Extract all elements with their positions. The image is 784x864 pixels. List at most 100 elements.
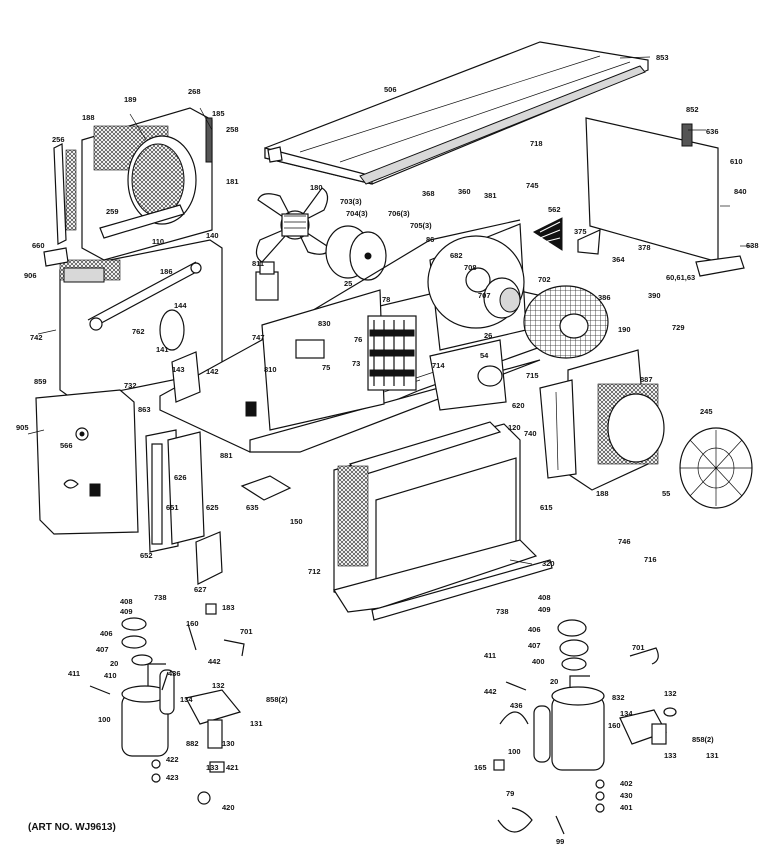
callout-160-left: 160 <box>186 619 199 628</box>
bracket-142 <box>171 351 201 403</box>
callout-853: 853 <box>656 53 669 62</box>
callout-712: 712 <box>308 567 321 576</box>
callout-258: 258 <box>226 125 239 134</box>
callout-54: 54 <box>480 351 489 360</box>
callout-132-right: 132 <box>664 689 677 698</box>
blower-wheel <box>523 285 609 359</box>
callout-627: 627 <box>194 585 207 594</box>
callout-78: 78 <box>382 295 390 304</box>
callout-76: 76 <box>354 335 362 344</box>
callout-390: 390 <box>648 291 661 300</box>
callout-636: 636 <box>706 127 719 136</box>
callout-183: 183 <box>222 603 235 612</box>
callout-165: 165 <box>474 763 487 772</box>
heater-element <box>367 315 417 391</box>
left-grommets <box>121 617 153 666</box>
callout-863: 863 <box>138 405 151 414</box>
scroll-742 <box>159 309 185 351</box>
callout-566: 566 <box>60 441 73 450</box>
callout-100-right: 100 <box>508 747 521 756</box>
callout-25: 25 <box>344 279 352 288</box>
callout-858-left: 858(2) <box>266 695 288 704</box>
callout-707: 707 <box>478 291 491 300</box>
callout-409-left: 409 <box>120 607 133 616</box>
callout-905: 905 <box>16 423 29 432</box>
callout-718: 718 <box>530 139 543 148</box>
front-grille-frame <box>81 107 213 261</box>
callout-406-left: 406 <box>100 629 113 638</box>
callout-423: 423 <box>166 773 179 782</box>
right-compressor <box>533 675 605 771</box>
callout-620: 620 <box>512 401 525 410</box>
callout-79: 79 <box>506 789 514 798</box>
callout-660: 660 <box>32 241 45 250</box>
callout-144: 144 <box>174 301 187 310</box>
callout-188-right: 188 <box>596 489 609 498</box>
right-overload-bracket <box>619 707 677 745</box>
callout-378: 378 <box>638 243 651 252</box>
callout-745: 745 <box>526 181 539 190</box>
callout-150: 150 <box>290 517 303 526</box>
callout-740: 740 <box>524 429 537 438</box>
callout-852: 852 <box>686 105 699 114</box>
condenser-fan-blade <box>255 187 331 263</box>
callout-99: 99 <box>556 837 564 846</box>
callout-140: 140 <box>206 231 219 240</box>
callout-411-left: 411 <box>68 669 80 678</box>
callout-401: 401 <box>620 803 633 812</box>
callout-708: 708 <box>464 263 477 272</box>
strip-185 <box>205 117 213 163</box>
callout-506: 506 <box>384 85 397 94</box>
callout-859: 859 <box>34 377 47 386</box>
callout-625: 625 <box>206 503 219 512</box>
fan-guard <box>679 427 753 509</box>
callout-133-left: 133 <box>206 763 219 772</box>
callout-408-right: 408 <box>538 593 551 602</box>
callout-186: 186 <box>160 267 173 276</box>
callout-840: 840 <box>734 187 747 196</box>
callout-400: 400 <box>532 657 545 666</box>
callout-409-right: 409 <box>538 605 551 614</box>
callout-406-right: 406 <box>528 625 541 634</box>
capacitor-811 <box>255 261 279 301</box>
callout-706: 706(3) <box>388 209 410 218</box>
callout-381: 381 <box>484 191 497 200</box>
bracket-627 <box>195 531 223 585</box>
callout-421: 421 <box>226 763 239 772</box>
callout-60-61-63: 60,61,63 <box>666 273 695 282</box>
callout-133-right: 133 <box>664 751 677 760</box>
callout-189: 189 <box>124 95 137 104</box>
callout-160-right: 160 <box>608 721 621 730</box>
callout-120: 120 <box>508 423 521 432</box>
callout-701-left: 701 <box>240 627 253 636</box>
callout-652: 652 <box>140 551 153 560</box>
baffle-562 <box>532 217 563 251</box>
callout-746: 746 <box>618 537 631 546</box>
callout-442-right: 442 <box>484 687 497 696</box>
top-cover <box>264 41 649 185</box>
callout-702: 702 <box>538 275 551 284</box>
callout-703: 703(3) <box>340 197 362 206</box>
callout-leaders <box>27 56 752 565</box>
control-panel <box>35 389 139 535</box>
callout-268: 268 <box>188 87 201 96</box>
callout-181: 181 <box>226 177 239 186</box>
callout-562: 562 <box>548 205 561 214</box>
callout-762: 762 <box>132 327 145 336</box>
callout-26: 26 <box>484 331 492 340</box>
callout-714: 714 <box>432 361 445 370</box>
callout-436-left: 436 <box>168 669 181 678</box>
left-compressor <box>121 663 175 757</box>
callout-364: 364 <box>612 255 625 264</box>
callout-858-right: 858(2) <box>692 735 714 744</box>
callout-100-left: 100 <box>98 715 111 724</box>
callout-132-left: 132 <box>212 681 225 690</box>
callout-labels: 853 506 852 636 610 840 638 60,61,63 378… <box>16 53 759 846</box>
callout-682: 682 <box>450 251 463 260</box>
art-number-caption: (ART NO. WJ9613) <box>28 822 116 833</box>
callout-638: 638 <box>746 241 759 250</box>
callout-402: 402 <box>620 779 633 788</box>
callout-360: 360 <box>458 187 471 196</box>
callout-141: 141 <box>156 345 169 354</box>
callout-375: 375 <box>574 227 587 236</box>
